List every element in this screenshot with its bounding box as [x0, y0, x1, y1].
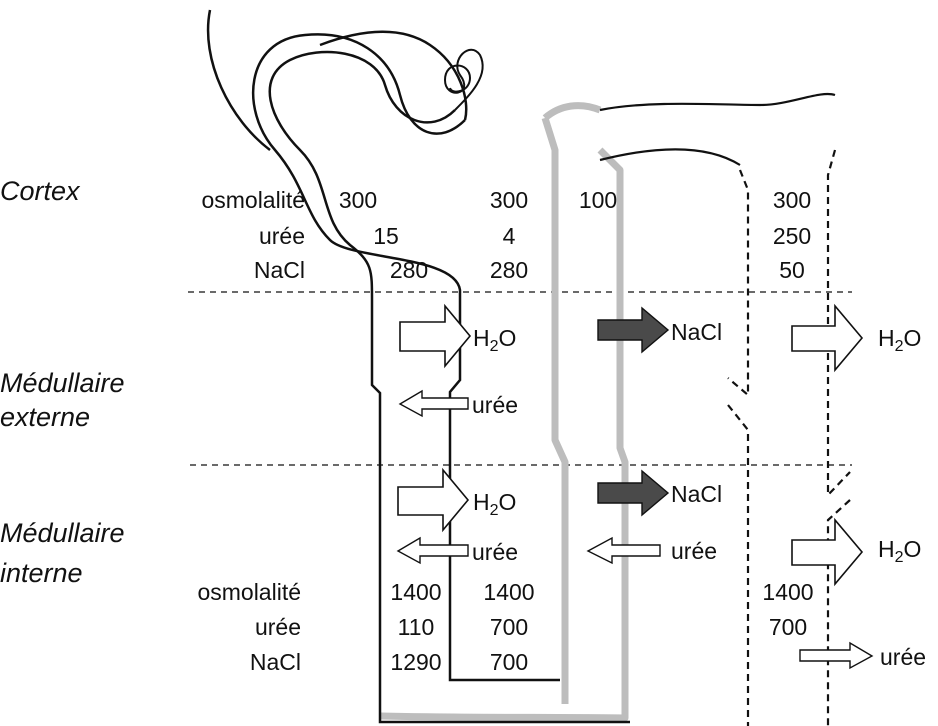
cortex-collecting-urea: 250: [772, 223, 812, 249]
water-o: O: [498, 489, 517, 515]
ascending-limb-gray: [379, 102, 629, 722]
urea-label-collecting: urée: [880, 644, 927, 670]
urea-label-ascending: urée: [671, 538, 718, 564]
nacl-label-inner-medulla: NaCl: [671, 481, 723, 507]
inner-loop-urea: 110: [397, 614, 435, 640]
water-arrow-inner-medulla: [397, 467, 470, 533]
water-h: H: [878, 536, 895, 562]
zone-label-outer-medulla-line1: Médullaire: [0, 368, 125, 398]
glomerular-tuft: [443, 48, 484, 111]
cortex-interstitium-osmolality: 300: [489, 187, 529, 213]
inner-interstitium-urea: 700: [489, 614, 529, 640]
cortex-ascending-osmolality: 100: [578, 187, 618, 213]
row-label-nacl-inner: NaCl: [249, 649, 301, 675]
cortex-interstitium-urea: 4: [502, 223, 516, 249]
water-sub: 2: [894, 549, 904, 566]
zone-label-outer-medulla-line2: externe: [0, 402, 91, 432]
nacl-label-outer-medulla: NaCl: [671, 319, 723, 345]
inner-collecting-osmolality: 1400: [762, 579, 814, 605]
cortex-descending-osmolality: 300: [338, 187, 378, 213]
urea-arrow-collecting-duct: [799, 641, 874, 670]
inner-loop-osmolality: 1400: [390, 579, 442, 605]
urea-label-outer-medulla: urée: [472, 392, 519, 418]
cortex-collecting-nacl: 50: [779, 257, 805, 283]
collecting-duct-left-wall: [727, 169, 750, 726]
water-sub: 2: [894, 338, 904, 355]
water-arrow-collecting-duct-outer: [791, 303, 864, 373]
row-label-osmolality-inner: osmolalité: [197, 579, 301, 605]
cortex-collecting-osmolality: 300: [772, 187, 812, 213]
inner-interstitium-osmolality: 1400: [483, 579, 535, 605]
zone-label-inner-medulla-line1: Médullaire: [0, 518, 125, 548]
water-arrow-outer-medulla: [399, 303, 472, 369]
water-label-inner-medulla: H2O: [473, 488, 516, 525]
zone-label-cortex: Cortex: [0, 176, 80, 206]
afferent-arteriole: [206, 9, 468, 151]
nacl-arrow-outer-medulla: [597, 306, 670, 354]
cortex-descending-urea: 15: [373, 223, 399, 249]
urea-label-inner-medulla: urée: [472, 539, 519, 565]
row-label-nacl-cortex: NaCl: [253, 257, 305, 283]
cortex-descending-nacl: 280: [389, 257, 429, 283]
row-label-urea-inner: urée: [254, 614, 301, 640]
water-label-outer-medulla: H2O: [473, 324, 516, 361]
inner-collecting-urea: 700: [768, 614, 808, 640]
row-label-urea-cortex: urée: [258, 223, 305, 249]
distal-tubule: [599, 92, 836, 166]
inner-interstitium-nacl: 700: [489, 649, 529, 675]
water-sub: 2: [489, 338, 499, 355]
water-label-collecting-outer: H2O: [878, 324, 921, 361]
inner-loop-nacl: 1290: [390, 649, 442, 675]
urea-arrow-inner-medulla: [396, 536, 469, 565]
nacl-arrow-inner-medulla: [597, 469, 670, 517]
urea-arrow-ascending-limb: [586, 536, 661, 565]
water-h: H: [473, 489, 490, 515]
proximal-tubule-inner-wall: [251, 33, 560, 682]
row-label-osmolality-cortex: osmolalité: [201, 187, 305, 213]
water-o: O: [498, 325, 517, 351]
water-h: H: [473, 325, 490, 351]
water-label-collecting-inner: H2O: [878, 535, 921, 572]
urea-arrow-outer-medulla: [398, 389, 469, 418]
cortex-interstitium-nacl: 280: [489, 257, 529, 283]
water-o: O: [903, 325, 922, 351]
water-arrow-collecting-duct-inner: [791, 517, 864, 587]
proximal-tubule-outer-wall: [268, 50, 630, 724]
water-sub: 2: [489, 502, 499, 519]
zone-label-inner-medulla-line2: interne: [0, 558, 83, 588]
water-o: O: [903, 536, 922, 562]
water-h: H: [878, 325, 895, 351]
